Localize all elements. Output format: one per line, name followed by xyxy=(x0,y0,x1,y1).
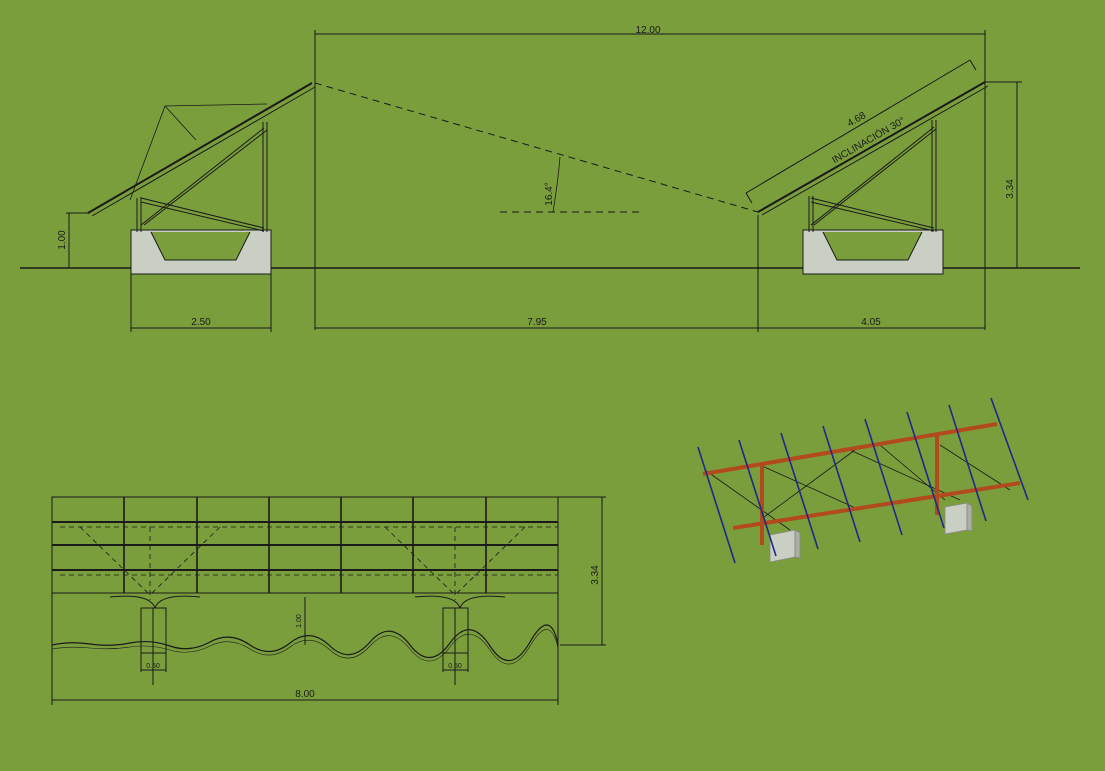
right-structure xyxy=(757,81,989,275)
dim-height-left-label: 1.00 xyxy=(57,230,68,250)
front-height-label: 3.34 xyxy=(590,565,601,585)
dim-total-label: 12.00 xyxy=(635,25,660,36)
section-view: 16.4° 12.00 2.50 7.95 4.05 1.00 3.34 4.6… xyxy=(20,25,1080,332)
left-structure xyxy=(87,82,316,275)
front-view: 1.00 3.34 8.00 0.50 0.50 xyxy=(51,496,606,705)
front-footing-right-label: 0.50 xyxy=(448,663,462,670)
dim-spacing-label: 7.95 xyxy=(527,317,547,328)
shadow-line xyxy=(314,82,759,213)
front-footing-left-label: 0.50 xyxy=(146,663,160,670)
panel-dividers xyxy=(123,497,487,593)
front-clearance-label: 1.00 xyxy=(296,614,303,628)
dim-height-right-label: 3.34 xyxy=(1005,179,1016,199)
solar-array-isometric-icon xyxy=(697,397,1029,564)
shadow-angle-label: 16.4° xyxy=(544,182,555,205)
dim-panel-length-label: 4.68 xyxy=(846,110,869,129)
dim-right-base-label: 4.05 xyxy=(861,317,881,328)
front-ground xyxy=(51,624,559,662)
front-width-label: 8.00 xyxy=(295,689,315,700)
dim-left-base-label: 2.50 xyxy=(191,317,211,328)
